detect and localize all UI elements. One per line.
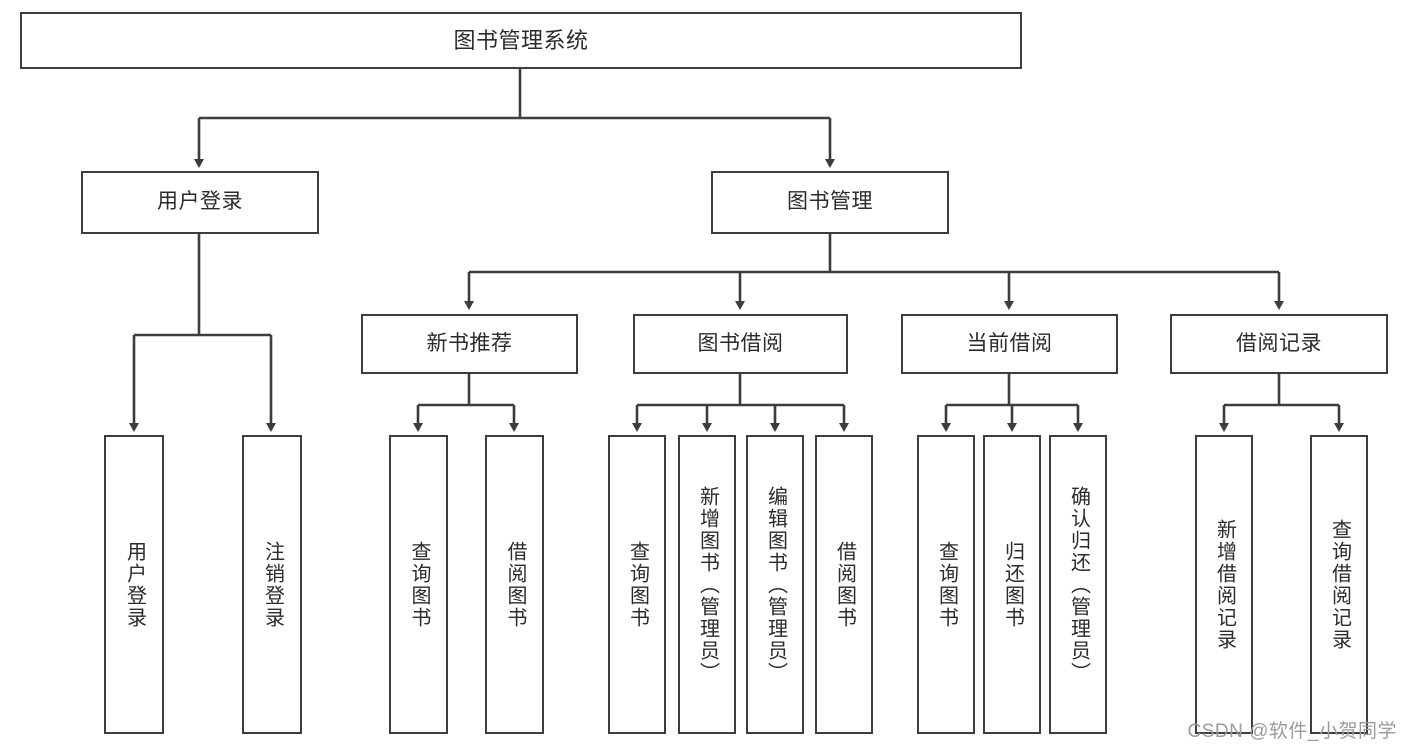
leaf-inner: 查询图书 [391, 437, 446, 732]
node-leaf-edit-book-label: 编辑图书（管理员） [764, 485, 787, 684]
node-leaf-user-login[interactable]: 用户登录 [104, 435, 164, 734]
node-book-manage-label: 图书管理 [787, 190, 873, 214]
node-leaf-logout-login[interactable]: 注销登录 [242, 435, 302, 734]
leaf-inner: 新增图书（管理员） [680, 437, 734, 732]
node-leaf-borrow-book-1-label: 借阅图书 [504, 540, 526, 629]
node-current-borrow-label: 当前借阅 [966, 331, 1053, 355]
leaf-inner: 确认归还（管理员） [1051, 437, 1105, 732]
node-book-manage[interactable]: 图书管理 [711, 171, 949, 234]
node-current-borrow[interactable]: 当前借阅 [901, 314, 1118, 374]
node-leaf-add-borrow-record-label: 新增借阅记录 [1213, 518, 1236, 651]
node-leaf-edit-book[interactable]: 编辑图书（管理员） [746, 435, 804, 734]
leaf-inner: 用户登录 [106, 437, 162, 732]
node-leaf-add-book[interactable]: 新增图书（管理员） [678, 435, 736, 734]
watermark-text: CSDN @软件_小贺同学 [1187, 721, 1397, 742]
node-leaf-query-book-1-label: 查询图书 [408, 540, 430, 629]
node-leaf-return-book-label: 归还图书 [1001, 540, 1024, 629]
leaf-inner: 编辑图书（管理员） [748, 437, 802, 732]
node-borrow-record-label: 借阅记录 [1236, 331, 1322, 355]
node-leaf-add-borrow-record[interactable]: 新增借阅记录 [1195, 435, 1253, 734]
leaf-inner: 查询图书 [610, 437, 664, 732]
node-book-borrow[interactable]: 图书借阅 [633, 314, 848, 374]
leaf-inner: 查询借阅记录 [1312, 437, 1366, 732]
node-new-book-recommend-label: 新书推荐 [426, 331, 513, 355]
node-root-system[interactable]: 图书管理系统 [20, 12, 1022, 69]
leaf-inner: 新增借阅记录 [1197, 437, 1251, 732]
node-leaf-query-book-2-label: 查询图书 [626, 540, 649, 629]
node-root-label: 图书管理系统 [453, 27, 589, 53]
node-leaf-query-borrow-record[interactable]: 查询借阅记录 [1310, 435, 1368, 734]
node-leaf-confirm-return[interactable]: 确认归还（管理员） [1049, 435, 1107, 734]
node-leaf-query-book-3-label: 查询图书 [935, 540, 958, 629]
node-leaf-query-book-2[interactable]: 查询图书 [608, 435, 666, 734]
node-book-borrow-label: 图书借阅 [697, 331, 784, 355]
node-borrow-record[interactable]: 借阅记录 [1170, 314, 1388, 374]
node-leaf-borrow-book-1[interactable]: 借阅图书 [485, 435, 544, 734]
node-leaf-return-book[interactable]: 归还图书 [983, 435, 1041, 734]
leaf-inner: 查询图书 [919, 437, 973, 732]
node-leaf-confirm-return-label: 确认归还（管理员） [1067, 485, 1090, 684]
leaf-inner: 归还图书 [985, 437, 1039, 732]
leaf-inner: 借阅图书 [487, 437, 542, 732]
leaf-inner: 注销登录 [244, 437, 300, 732]
node-leaf-user-login-label: 用户登录 [123, 540, 146, 629]
node-leaf-add-book-label: 新增图书（管理员） [696, 485, 719, 684]
node-leaf-query-book-3[interactable]: 查询图书 [917, 435, 975, 734]
node-leaf-borrow-book-2-label: 借阅图书 [833, 540, 856, 629]
node-user-login-label: 用户登录 [157, 190, 243, 214]
node-leaf-query-borrow-record-label: 查询借阅记录 [1328, 518, 1351, 651]
leaf-inner: 借阅图书 [817, 437, 871, 732]
node-leaf-logout-login-label: 注销登录 [261, 540, 284, 629]
node-user-login[interactable]: 用户登录 [81, 171, 319, 234]
node-new-book-recommend[interactable]: 新书推荐 [361, 314, 578, 374]
node-leaf-borrow-book-2[interactable]: 借阅图书 [815, 435, 873, 734]
node-leaf-query-book-1[interactable]: 查询图书 [389, 435, 448, 734]
